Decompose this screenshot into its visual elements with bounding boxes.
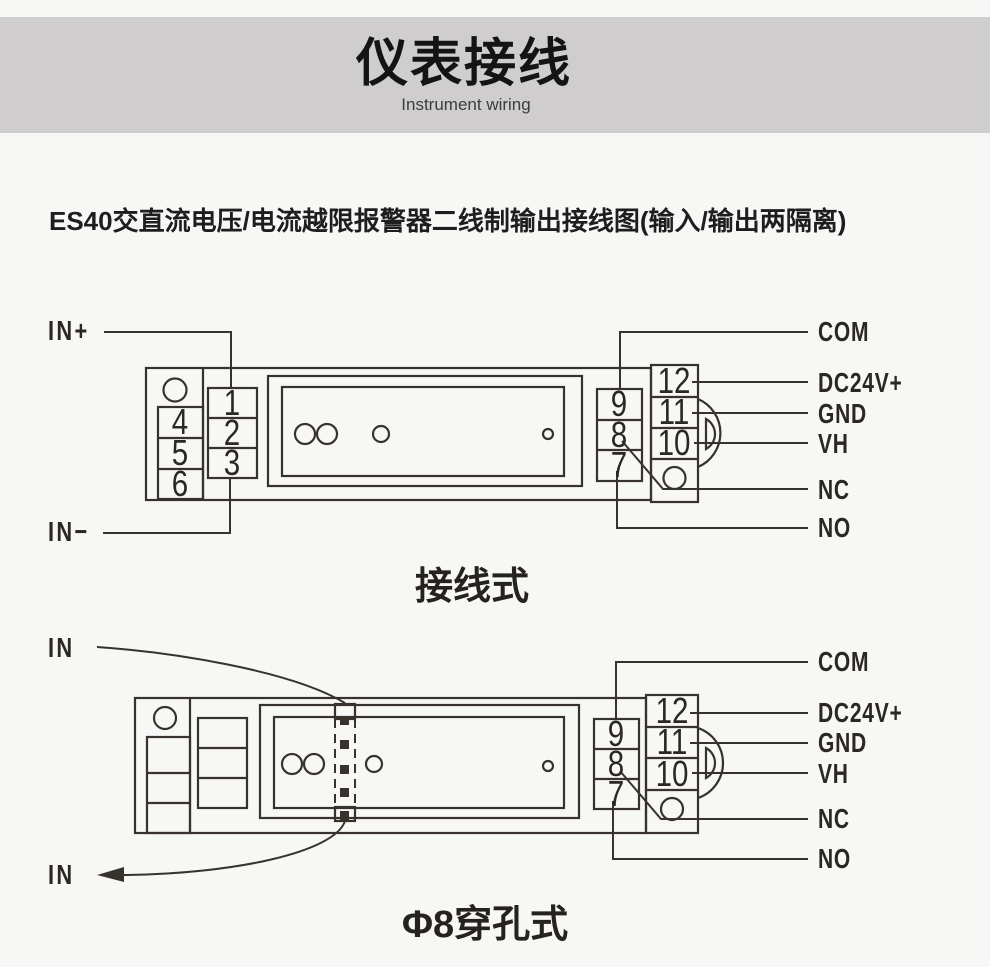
section-title: ES40交直流电压/电流越限报警器二线制输出接线图(输入/输出两隔离)	[49, 206, 847, 236]
d1-label-gnd: GND	[818, 398, 867, 429]
d1-terminal-10: 10	[657, 422, 691, 463]
d2-terminal-9: 9	[607, 713, 625, 754]
d2-terminal-7: 7	[607, 773, 625, 814]
d2-terminal-8: 8	[607, 743, 625, 784]
d2-center-window	[258, 703, 581, 820]
d1-terminal-9: 9	[610, 383, 628, 424]
d1-terminal-8: 8	[610, 414, 628, 455]
d2-caption: Φ8穿孔式	[401, 904, 569, 946]
d2-wire-in-top	[96, 646, 346, 704]
d2-terminal-block-left	[145, 735, 192, 835]
d2-side-clip-arc	[697, 726, 725, 800]
d2-label-vh: VH	[818, 758, 849, 789]
d2-label-in-bottom: IN	[48, 859, 75, 890]
d1-terminal-7: 7	[610, 444, 628, 485]
d2-terminal-11: 11	[656, 721, 688, 762]
d1-wire-in-plus	[104, 331, 232, 389]
d1-terminal-6: 6	[171, 463, 189, 504]
d1-label-com: COM	[818, 316, 870, 347]
page-title: 仪表接线	[355, 35, 573, 93]
d2-wire-nc	[619, 770, 808, 820]
d2-wire-in-bottom	[122, 820, 346, 876]
d1-label-vh: VH	[818, 428, 849, 459]
d1-terminal-4: 4	[171, 401, 189, 442]
d1-terminal-1: 1	[223, 382, 241, 423]
d2-label-gnd: GND	[818, 727, 867, 758]
d1-terminal-block-456	[156, 405, 205, 501]
d2-label-dc24v: DC24V+	[818, 697, 903, 728]
d1-label-nc: NC	[818, 474, 850, 505]
d1-terminal-12: 12	[657, 360, 691, 401]
d1-terminal-block-123	[206, 386, 259, 480]
diagram1-schematic	[103, 331, 808, 534]
d1-label-in-minus: IN−	[48, 516, 90, 547]
d1-side-clip-tab	[704, 417, 717, 451]
d1-wire-nc	[621, 440, 808, 490]
d2-terminal-12: 12	[655, 690, 689, 731]
d2-wire-com	[615, 661, 808, 719]
d2-label-in-top: IN	[48, 632, 75, 663]
d1-wire-com	[619, 331, 808, 389]
d1-label-in-plus: IN+	[48, 315, 90, 346]
d2-through-hole-channel	[333, 702, 357, 823]
d1-terminal-11: 11	[658, 391, 690, 432]
d2-side-clip-tab	[704, 746, 717, 780]
d2-label-no: NO	[818, 843, 851, 874]
d2-mount-hole-icon	[152, 705, 178, 731]
d2-label-com: COM	[818, 646, 870, 677]
d1-side-clip-arc	[697, 397, 722, 469]
diagram2-schematic	[96, 646, 808, 882]
d1-center-window	[266, 374, 584, 488]
d1-terminal-3: 3	[223, 442, 241, 483]
d1-terminal-2: 2	[223, 412, 241, 453]
d1-terminal-5: 5	[171, 432, 189, 473]
header-banner	[0, 17, 990, 133]
page-subtitle: Instrument wiring	[401, 95, 531, 114]
d2-terminal-block-121110	[644, 693, 700, 835]
d2-arrowhead-icon	[97, 867, 124, 882]
d2-terminal-10: 10	[655, 753, 689, 794]
d2-terminal-block-mid	[196, 716, 249, 810]
d1-label-dc24v: DC24V+	[818, 367, 903, 398]
d1-caption: 接线式	[414, 566, 530, 608]
d1-wire-no	[616, 471, 808, 529]
d2-label-nc: NC	[818, 803, 850, 834]
d2-wire-no	[612, 801, 808, 860]
d1-label-no: NO	[818, 512, 851, 543]
d1-wire-in-minus	[103, 478, 231, 534]
d1-mount-hole-icon	[162, 377, 188, 403]
